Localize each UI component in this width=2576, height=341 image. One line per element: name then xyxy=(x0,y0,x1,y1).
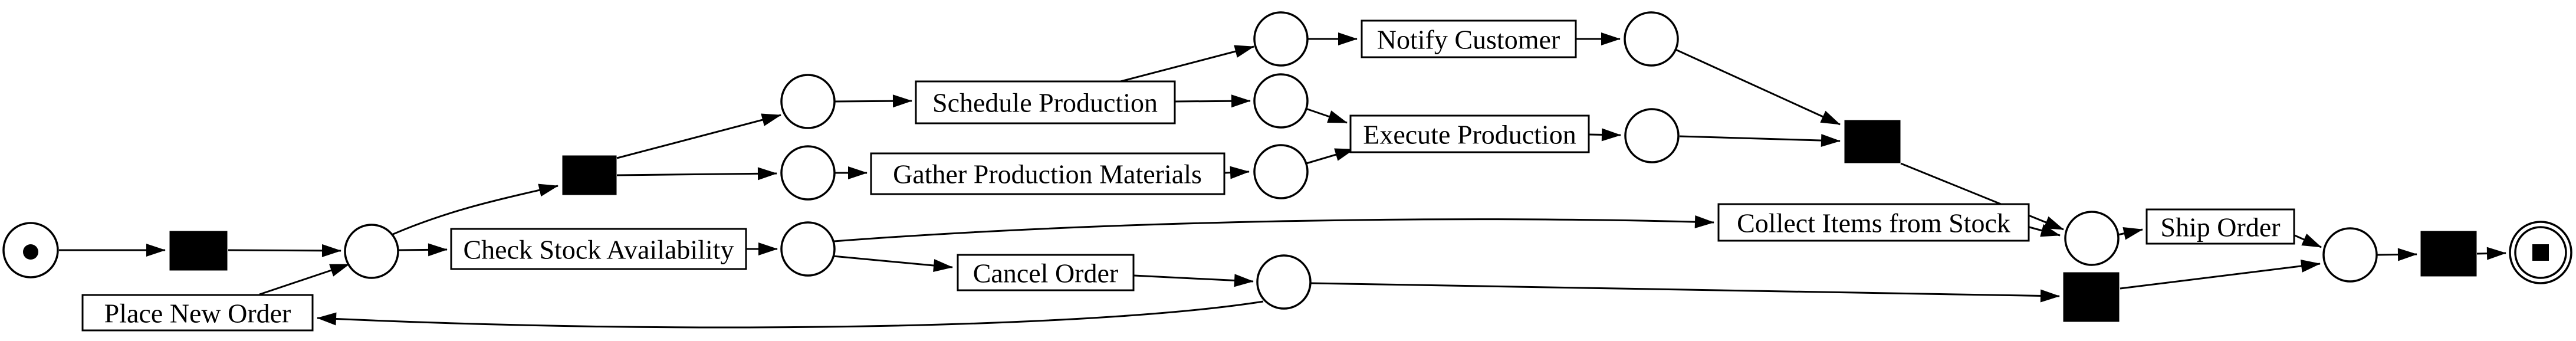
arc-p-order-tau2 xyxy=(391,183,558,236)
place-p-exec-in-1 xyxy=(1253,73,1309,129)
arc-p-stock-collect xyxy=(833,215,1714,242)
transition-label: Gather Production Materials xyxy=(893,159,1202,189)
place-p-cancelled xyxy=(1256,254,1312,310)
arc-place-new-order-p-order xyxy=(259,263,350,296)
arc-tau1-p-order xyxy=(228,244,341,257)
transition-label: Ship Order xyxy=(2160,212,2280,242)
arc-tau4-p-shipped xyxy=(2120,260,2321,290)
transition-label: Collect Items from Stock xyxy=(1737,208,2010,238)
transition-ship-order: Ship Order xyxy=(2145,208,2295,245)
arc-tau3-p-ready xyxy=(1900,162,2064,231)
transition-cancel-order: Cancel Order xyxy=(957,254,1135,291)
transition-schedule-production: Schedule Production xyxy=(915,80,1176,124)
transition-notify-customer: Notify Customer xyxy=(1361,19,1577,58)
silent-transition-tau3 xyxy=(1844,120,1901,163)
transition-label: Place New Order xyxy=(104,299,291,329)
transition-label: Execute Production xyxy=(1363,120,1576,150)
transition-gather-production-materials: Gather Production Materials xyxy=(870,152,1225,195)
arc-collect-p-ready xyxy=(2029,224,2061,237)
arc-p-exec-in-2-execute xyxy=(1306,148,1355,165)
transition-check-stock-availability: Check Stock Availability xyxy=(450,228,747,270)
arcs xyxy=(59,32,2506,329)
arc-cancel-p-cancelled xyxy=(1133,274,1254,287)
arc-tau2-p-gather-in xyxy=(616,167,777,181)
silent-transition-tau2 xyxy=(562,155,617,195)
place-p-ready-to-ship xyxy=(2064,211,2120,266)
transition-label: Cancel Order xyxy=(973,258,1119,288)
place-p-notify-in xyxy=(1253,11,1309,67)
arc-gather-p-exec-in-2 xyxy=(1224,166,1250,179)
transition-execute-production: Execute Production xyxy=(1349,114,1590,153)
transition-label: Schedule Production xyxy=(932,88,1158,118)
initial-token xyxy=(23,244,38,260)
arc-ship-p-shipped xyxy=(2294,233,2322,248)
arc-p-cancelled-tau4 xyxy=(1310,282,2060,303)
arc-p-exec-in-1-execute xyxy=(1305,107,1348,124)
arc-p-shipped-tau5 xyxy=(2377,248,2417,261)
transition-label: Notify Customer xyxy=(1377,25,1560,55)
arc-p-stock-cancel xyxy=(832,255,953,272)
arc-tau2-p-sched-in xyxy=(616,113,781,159)
place-p-stock xyxy=(780,221,836,277)
silent-transition-tau1 xyxy=(169,231,228,271)
transition-place-new-order: Place New Order xyxy=(81,294,314,332)
arc-p-ready-ship xyxy=(2117,227,2143,240)
places xyxy=(2,11,2572,310)
silent-transition-tau4 xyxy=(2063,272,2120,322)
transition-collect-items-from-stock: Collect Items from Stock xyxy=(1717,203,2030,242)
activity-transitions: Place New Order Check Stock Availability… xyxy=(81,19,2295,332)
arc-p-exec-out-tau3 xyxy=(1679,134,1841,147)
place-p-notify-out xyxy=(1624,11,1679,67)
place-p-exec-out xyxy=(1624,108,1680,163)
place-p-shipped xyxy=(2322,227,2378,283)
place-p-exec-in-2 xyxy=(1253,144,1309,199)
place-p-sched-in xyxy=(780,74,836,129)
transition-label: Check Stock Availability xyxy=(463,235,734,265)
arc-p-cancelled-place-new-order xyxy=(317,300,1264,329)
arc-tau5-sink xyxy=(2476,247,2506,260)
arc-schedule-p-notify-in xyxy=(1120,45,1254,83)
place-p-gather-in xyxy=(780,145,836,201)
arc-p-notify-out-tau3 xyxy=(1674,48,1841,126)
place-p-order xyxy=(344,224,399,279)
silent-transition-tau5 xyxy=(2420,231,2477,277)
silent-transitions xyxy=(169,120,2477,322)
final-marking-square xyxy=(2532,244,2549,261)
